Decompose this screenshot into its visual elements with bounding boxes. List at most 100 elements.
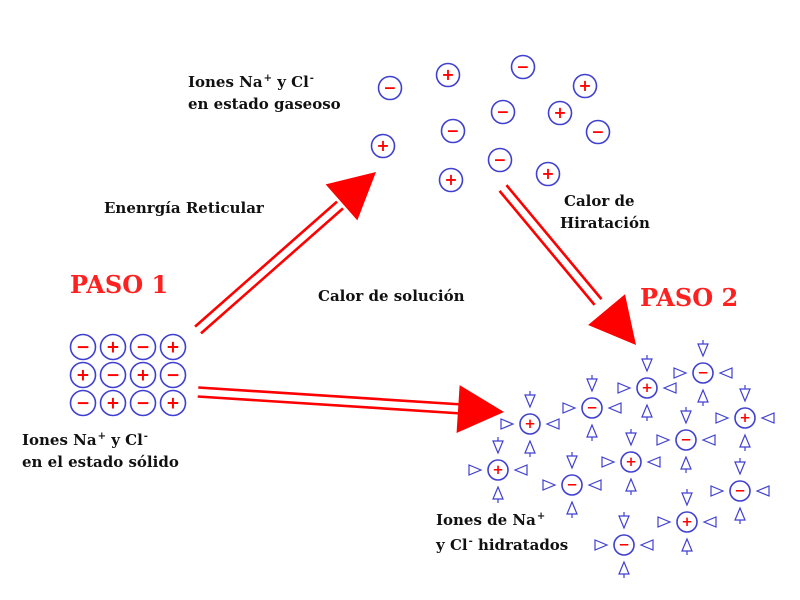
ion-ring bbox=[370, 133, 396, 159]
hydrated-ion-3: + bbox=[500, 391, 560, 457]
water-dipole bbox=[734, 506, 746, 521]
lattice-energy-arrow-head bbox=[325, 172, 376, 221]
ion-ring bbox=[69, 333, 97, 361]
lattice-ion-1-2: + bbox=[129, 361, 157, 389]
water-dipole bbox=[545, 418, 560, 430]
water-dipole bbox=[710, 485, 725, 497]
anion-sign: − bbox=[446, 122, 459, 140]
lattice-energy-label: Enenrgía Reticular bbox=[104, 199, 264, 217]
hydrated-ion-4: + bbox=[715, 385, 775, 451]
ion-ring bbox=[487, 147, 513, 173]
water-dipole bbox=[566, 455, 578, 470]
cation-sign: + bbox=[524, 416, 535, 432]
water-dipole bbox=[656, 434, 671, 446]
water-dipole bbox=[718, 367, 733, 379]
gas-ion-11: + bbox=[535, 161, 561, 187]
ion-ring bbox=[99, 333, 127, 361]
water-dipole bbox=[587, 479, 602, 491]
gas-label-na-charge: + bbox=[263, 73, 272, 84]
ion-ring bbox=[159, 333, 187, 361]
ion-ring bbox=[675, 429, 697, 451]
gas-ion-5: + bbox=[547, 100, 573, 126]
water-dipole bbox=[618, 560, 630, 575]
hydrated-ion-11: − bbox=[594, 512, 654, 578]
water-dipole bbox=[468, 464, 483, 476]
anion-sign: − bbox=[586, 400, 597, 416]
cation-sign: + bbox=[441, 66, 454, 84]
ion-ring bbox=[519, 413, 541, 435]
hydration-heat-line2: Hiratación bbox=[560, 214, 650, 232]
ion-ring bbox=[377, 75, 403, 101]
gas-ion-3: + bbox=[572, 73, 598, 99]
gas-ion-4: − bbox=[490, 99, 516, 125]
hydration-heat-arrow bbox=[498, 184, 636, 345]
cation-sign: + bbox=[641, 380, 652, 396]
lattice-ion-0-0: − bbox=[69, 333, 97, 361]
water-dipole bbox=[641, 358, 653, 373]
water-dipole bbox=[641, 403, 653, 418]
cation-sign: + bbox=[376, 137, 389, 155]
gas-ion-8: − bbox=[440, 118, 466, 144]
hydrated-ion-core: − bbox=[561, 474, 583, 496]
hydrated-ion-2: − bbox=[562, 375, 622, 441]
water-dipole bbox=[492, 440, 504, 455]
anion-sign: − bbox=[136, 336, 150, 356]
water-dipole bbox=[542, 479, 557, 491]
water-dipole bbox=[715, 412, 730, 424]
cation-sign: + bbox=[166, 336, 180, 356]
gas-label-state: en estado gaseoso bbox=[188, 95, 341, 113]
ion-ring bbox=[129, 333, 157, 361]
water-dipole bbox=[500, 418, 515, 430]
solution-heat-label: Calor de solución bbox=[318, 287, 465, 305]
hydrated-ion-1: − bbox=[673, 340, 733, 406]
gas-ion-7: + bbox=[370, 133, 396, 159]
gas-ion-2: − bbox=[510, 54, 536, 80]
anion-sign: − bbox=[166, 364, 180, 384]
step-2-label: PASO 2 bbox=[640, 283, 739, 312]
hydrated-ion-8: − bbox=[542, 452, 602, 518]
hydration-heat-arrow-head bbox=[588, 294, 636, 345]
arrows-layer bbox=[194, 172, 636, 433]
water-dipole bbox=[681, 492, 693, 507]
hydrated-ion-core: + bbox=[676, 511, 698, 533]
water-dipole bbox=[492, 485, 504, 500]
ion-ring bbox=[676, 511, 698, 533]
anion-sign: − bbox=[496, 103, 509, 121]
ion-ring bbox=[159, 389, 187, 417]
solid-label-state: en el estado sólido bbox=[22, 453, 179, 471]
hyd-label-na-charge: + bbox=[536, 511, 546, 522]
anion-sign: − bbox=[734, 483, 745, 499]
ion-ring bbox=[692, 362, 714, 384]
hydration-heat-line1: Calor de bbox=[564, 192, 635, 210]
hydrated-ion-core: − bbox=[692, 362, 714, 384]
hydrated-ion-core: − bbox=[613, 534, 635, 556]
lattice-ion-2-0: − bbox=[69, 389, 97, 417]
water-dipole bbox=[586, 378, 598, 393]
water-dipole bbox=[734, 461, 746, 476]
lattice-ion-0-1: + bbox=[99, 333, 127, 361]
water-dipole bbox=[625, 432, 637, 447]
ion-ring bbox=[440, 118, 466, 144]
cation-sign: + bbox=[444, 171, 457, 189]
water-dipole bbox=[760, 412, 775, 424]
lattice-ion-1-3: − bbox=[159, 361, 187, 389]
water-dipole bbox=[701, 434, 716, 446]
ion-ring bbox=[561, 474, 583, 496]
lattice-ion-0-3: + bbox=[159, 333, 187, 361]
anion-sign: − bbox=[516, 58, 529, 76]
water-dipole bbox=[673, 367, 688, 379]
water-dipole bbox=[680, 410, 692, 425]
solution-heat-arrow-head bbox=[456, 385, 504, 433]
water-dipole bbox=[594, 539, 609, 551]
gas-ions-group: −+−+−+−+−−++ bbox=[370, 54, 611, 193]
lattice-ion-1-1: − bbox=[99, 361, 127, 389]
ion-ring bbox=[99, 389, 127, 417]
anion-sign: − bbox=[136, 392, 150, 412]
ion-ring bbox=[510, 54, 536, 80]
ion-ring bbox=[613, 534, 635, 556]
anion-sign: − bbox=[76, 392, 90, 412]
anion-sign: − bbox=[106, 364, 120, 384]
cation-sign: + bbox=[541, 165, 554, 183]
hydration-heat-label: Calor de Hiratación bbox=[560, 190, 650, 234]
cation-sign: + bbox=[492, 462, 503, 478]
